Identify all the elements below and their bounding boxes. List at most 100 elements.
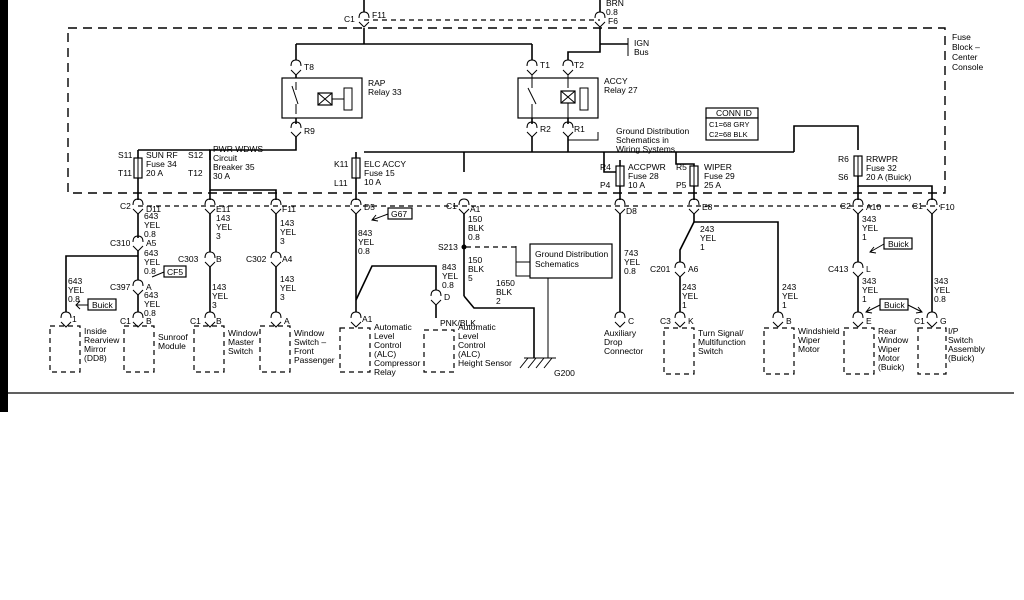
svg-text:C303: C303 [178, 254, 199, 264]
svg-text:B: B [786, 316, 792, 326]
svg-text:Relay: Relay [374, 367, 396, 377]
svg-text:YEL: YEL [212, 291, 228, 301]
svg-text:643: 643 [68, 276, 82, 286]
svg-text:Drop: Drop [604, 337, 623, 347]
svg-text:BLK: BLK [468, 223, 484, 233]
svg-text:E: E [866, 316, 872, 326]
svg-text:1650: 1650 [496, 278, 515, 288]
svg-text:D5: D5 [364, 202, 375, 212]
svg-text:Breaker 35: Breaker 35 [213, 162, 255, 172]
svg-text:YEL: YEL [144, 257, 160, 267]
svg-text:143: 143 [216, 213, 230, 223]
svg-text:K: K [688, 316, 694, 326]
svg-text:Fuse 29: Fuse 29 [704, 171, 735, 181]
svg-text:0.8: 0.8 [68, 294, 80, 304]
svg-text:343: 343 [862, 276, 876, 286]
component-sunroof-module: C1 B Sunroof Module [120, 311, 188, 373]
svg-text:3: 3 [280, 236, 285, 246]
svg-text:150: 150 [468, 255, 482, 265]
component-alc-compressor-relay: A1 Automatic Level Control (ALC) Compres… [339, 311, 420, 377]
svg-text:Window: Window [878, 335, 909, 345]
svg-text:S213: S213 [438, 242, 458, 252]
svg-text:YEL: YEL [624, 257, 640, 267]
svg-text:YEL: YEL [68, 285, 84, 295]
svg-text:Schematics: Schematics [535, 259, 579, 269]
svg-text:Wiper: Wiper [878, 344, 900, 354]
svg-text:Sunroof: Sunroof [158, 332, 188, 342]
svg-text:T12: T12 [188, 168, 203, 178]
svg-text:Control: Control [374, 340, 402, 350]
svg-text:B: B [216, 316, 222, 326]
svg-text:(ALC): (ALC) [458, 349, 480, 359]
svg-text:Relay 27: Relay 27 [604, 85, 638, 95]
component-rear-window-wiper-motor: E Rear Window Wiper Motor (Buick) [843, 311, 909, 375]
svg-text:A1: A1 [470, 204, 481, 214]
svg-text:A: A [284, 316, 290, 326]
svg-text:0.8: 0.8 [144, 308, 156, 318]
svg-text:SUN RF: SUN RF [146, 150, 178, 160]
svg-text:WIPER: WIPER [704, 162, 732, 172]
svg-text:E11: E11 [216, 204, 231, 214]
svg-text:0.8: 0.8 [144, 266, 156, 276]
svg-text:Center: Center [952, 52, 978, 62]
component-turn-signal-switch: C3 K Turn Signal/ Multifunction Switch [660, 311, 746, 375]
svg-text:T2: T2 [574, 60, 584, 70]
label-brn-size: 0.8 [606, 7, 618, 17]
svg-text:843: 843 [442, 262, 456, 272]
svg-text:343: 343 [934, 276, 948, 286]
svg-text:Window: Window [228, 328, 259, 338]
svg-text:R4: R4 [600, 162, 611, 172]
svg-text:C2=68 BLK: C2=68 BLK [709, 130, 748, 139]
svg-text:30 A: 30 A [213, 171, 230, 181]
svg-text:YEL: YEL [216, 222, 232, 232]
svg-text:0.8: 0.8 [144, 229, 156, 239]
svg-text:YEL: YEL [280, 283, 296, 293]
svg-text:25 A: 25 A [704, 180, 721, 190]
component-ip-switch-assembly: C1 G I/P Switch Assembly (Buick) [914, 311, 986, 375]
branch-accpwr: 743 YEL 0.8 C Auxiliary Drop Connector [604, 214, 643, 356]
svg-text:243: 243 [700, 224, 714, 234]
svg-text:Level: Level [458, 331, 478, 341]
svg-text:343: 343 [862, 214, 876, 224]
svg-text:YEL: YEL [682, 291, 698, 301]
svg-text:10 A: 10 A [364, 177, 381, 187]
svg-text:A10: A10 [866, 202, 881, 212]
top-feed-f6: BRN 0.8 F6 [594, 0, 624, 44]
svg-text:C1=68 GRY: C1=68 GRY [709, 120, 750, 129]
fuse-elc-accy: K11 L11 ELC ACCY Fuse 15 10 A [334, 152, 406, 200]
svg-text:0.8: 0.8 [358, 246, 370, 256]
svg-text:1: 1 [782, 300, 787, 310]
fuse-block-label: Fuse Block – Center Console [952, 32, 983, 72]
svg-text:BLK: BLK [496, 287, 512, 297]
branch-window-passenger: 143 YEL 3 C302 A4 143 YEL 3 [246, 214, 296, 312]
svg-text:Control: Control [458, 340, 486, 350]
svg-text:10 A: 10 A [628, 180, 645, 190]
ground-distribution-ref-2: Ground Distribution Schematics [529, 243, 613, 279]
svg-text:Assembly: Assembly [948, 344, 986, 354]
svg-text:0.8: 0.8 [442, 280, 454, 290]
svg-text:Window: Window [294, 328, 325, 338]
svg-text:R2: R2 [540, 124, 551, 134]
svg-text:C413: C413 [828, 264, 849, 274]
svg-text:T1: T1 [540, 60, 550, 70]
svg-text:C397: C397 [110, 282, 131, 292]
svg-text:L: L [866, 264, 871, 274]
left-frame-bar [0, 0, 8, 412]
svg-text:Bus: Bus [634, 47, 649, 57]
svg-text:Buick: Buick [884, 300, 906, 310]
branch-elc-accy: G67 843 YEL 0.8 843 YEL 0.8 D PNK/BLK [355, 207, 476, 328]
svg-text:Master: Master [228, 337, 254, 347]
svg-text:643: 643 [144, 290, 158, 300]
svg-text:643: 643 [144, 248, 158, 258]
svg-text:S6: S6 [838, 172, 849, 182]
svg-text:PNK/BLK: PNK/BLK [440, 318, 476, 328]
svg-text:YEL: YEL [442, 271, 458, 281]
rap-relay: T8 RAP Relay 33 R9 [209, 59, 402, 160]
component-windshield-wiper-motor: B Windshield Wiper Motor [763, 311, 840, 375]
svg-text:Automatic: Automatic [374, 322, 413, 332]
svg-text:0.8: 0.8 [934, 294, 946, 304]
accy-relay: T1 T2 ACCY Relay 27 R2 R1 [517, 59, 638, 152]
svg-text:K11: K11 [334, 159, 349, 169]
svg-text:YEL: YEL [280, 227, 296, 237]
svg-text:Rearview: Rearview [84, 335, 120, 345]
